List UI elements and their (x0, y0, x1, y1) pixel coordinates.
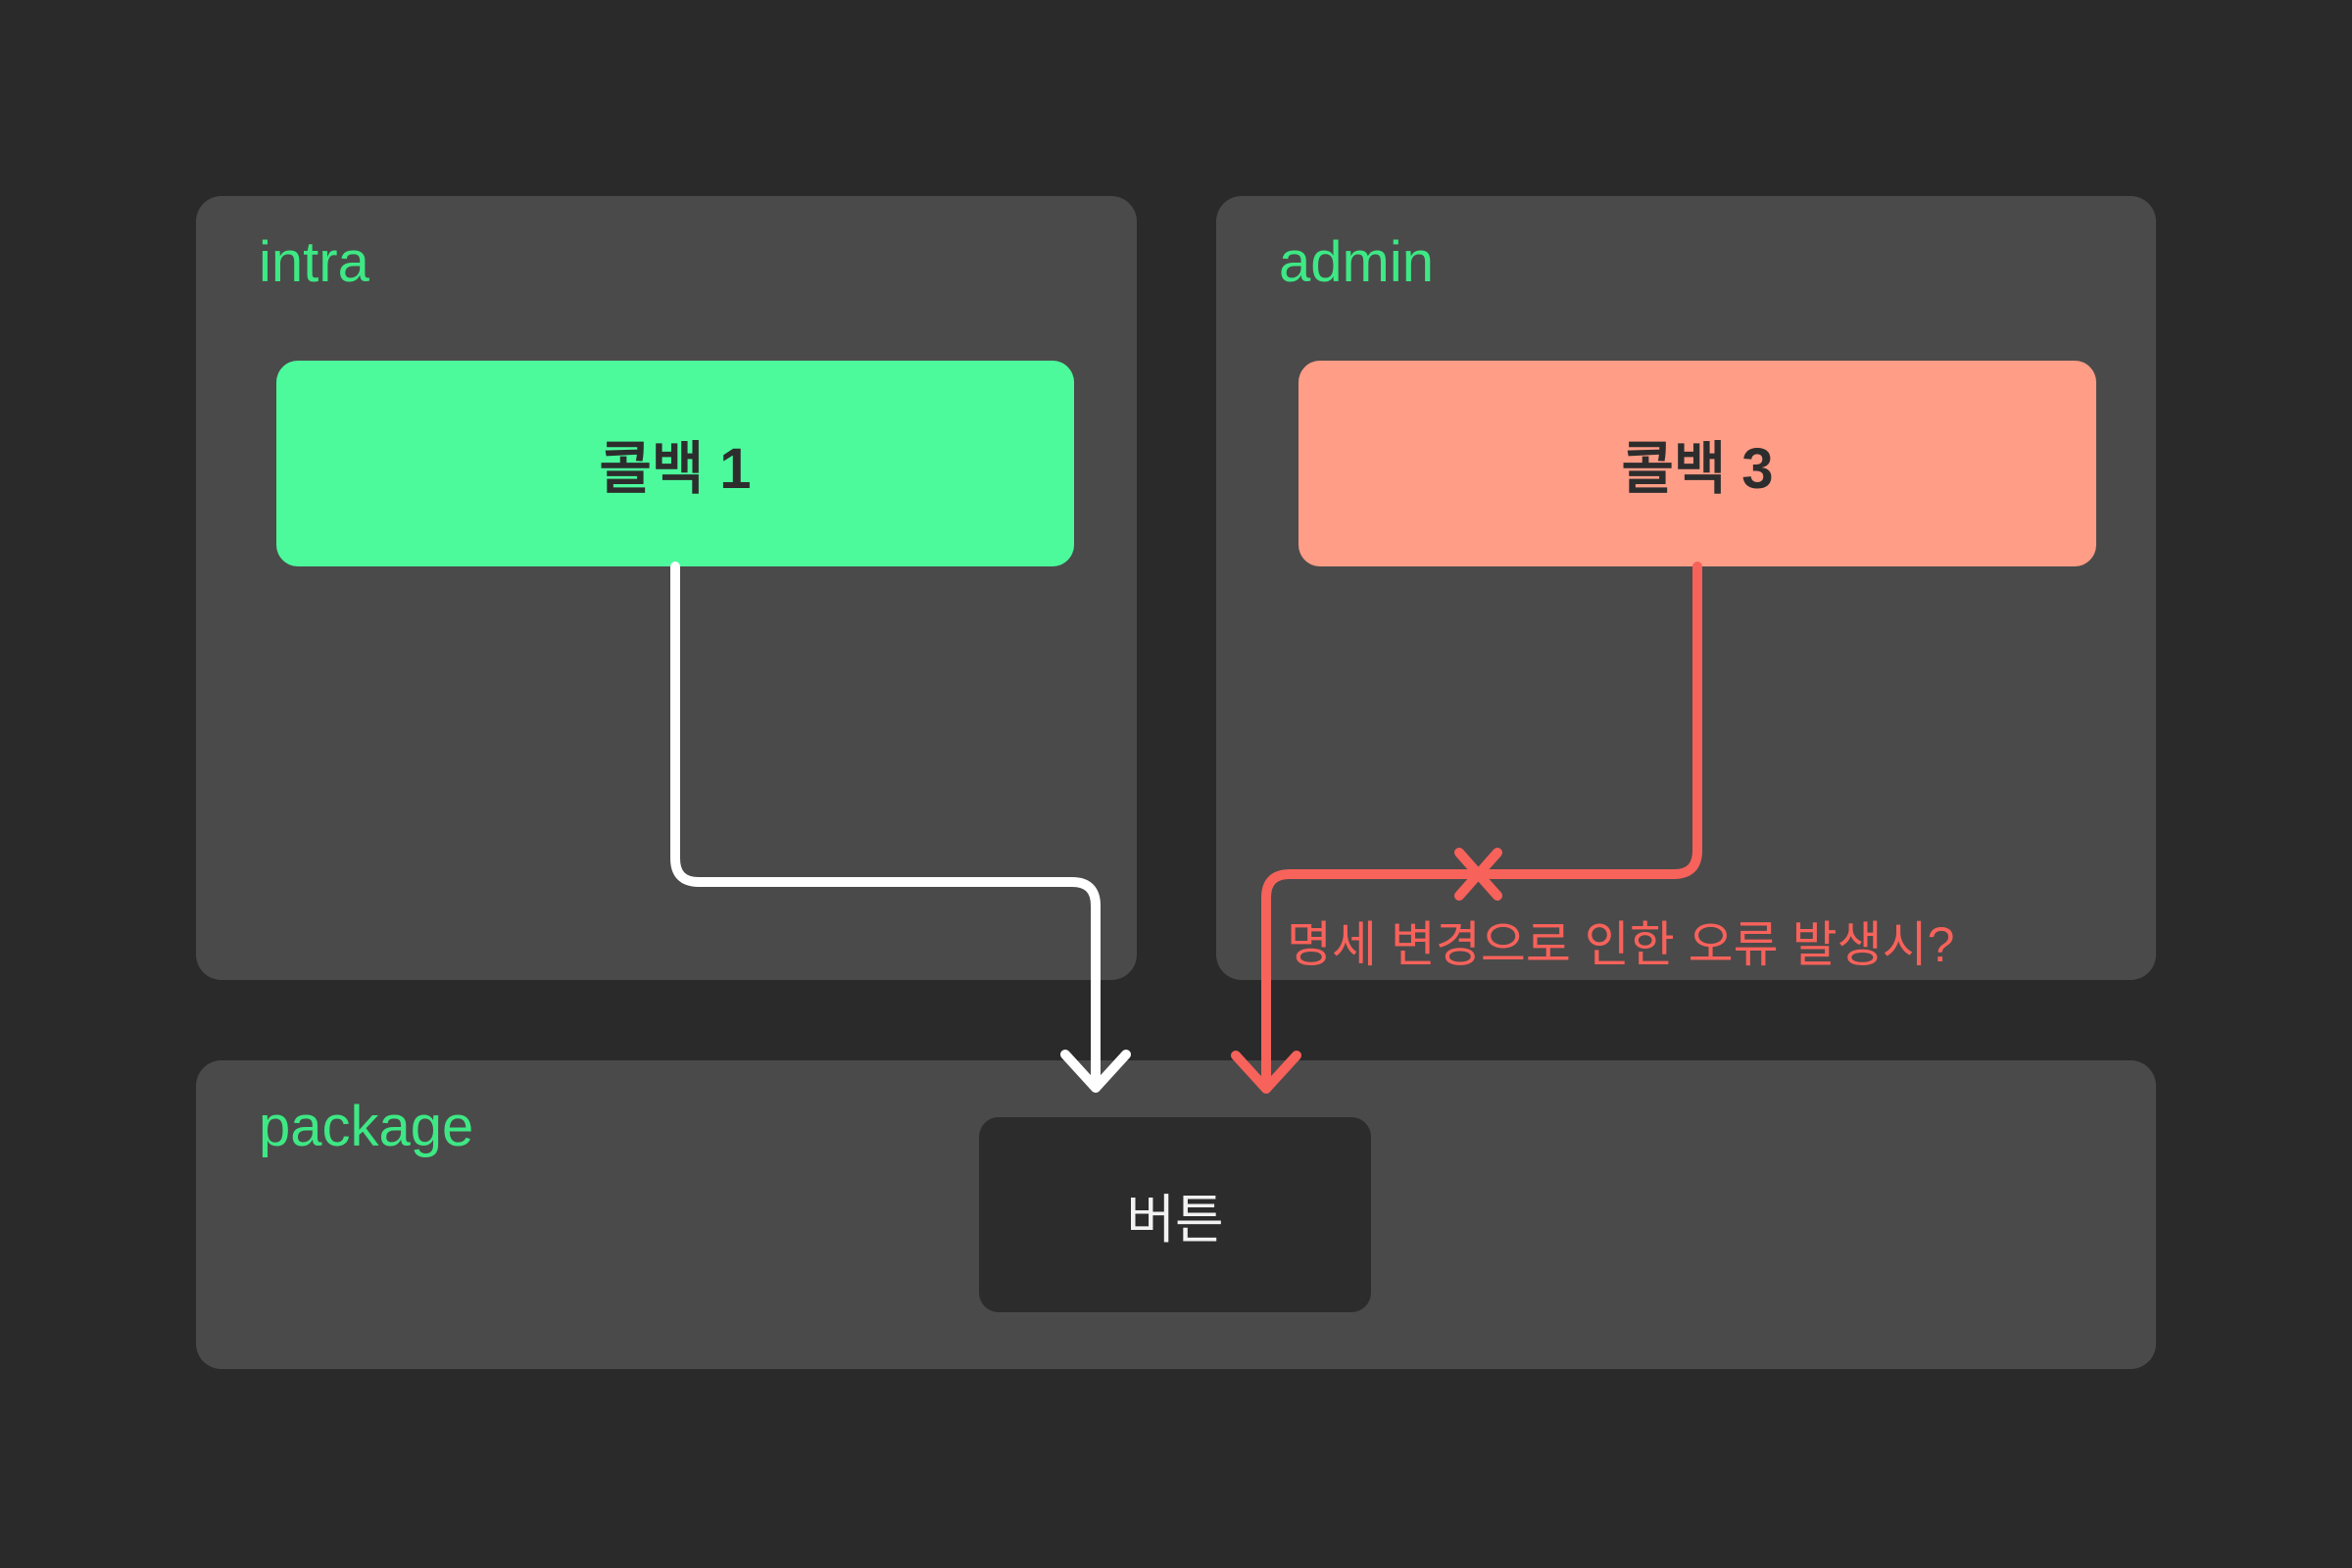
intra-panel: intra (196, 196, 1137, 980)
callback-1-label: 콜백 1 (599, 437, 752, 501)
button-node-label: 버튼 (1126, 1191, 1224, 1250)
callback-3-node: 콜백 3 (1298, 361, 2096, 566)
admin-panel: admin (1216, 196, 2156, 980)
callback-3-label: 콜백 3 (1621, 437, 1774, 501)
annotation-text: 명세 변경으로 인한 오류 발생시? (1287, 917, 1955, 972)
button-node: 버튼 (979, 1117, 1371, 1312)
package-panel-label: package (259, 1095, 474, 1158)
intra-panel-label: intra (259, 230, 369, 294)
callback-1-node: 콜백 1 (276, 361, 1074, 566)
admin-panel-label: admin (1279, 230, 1434, 294)
